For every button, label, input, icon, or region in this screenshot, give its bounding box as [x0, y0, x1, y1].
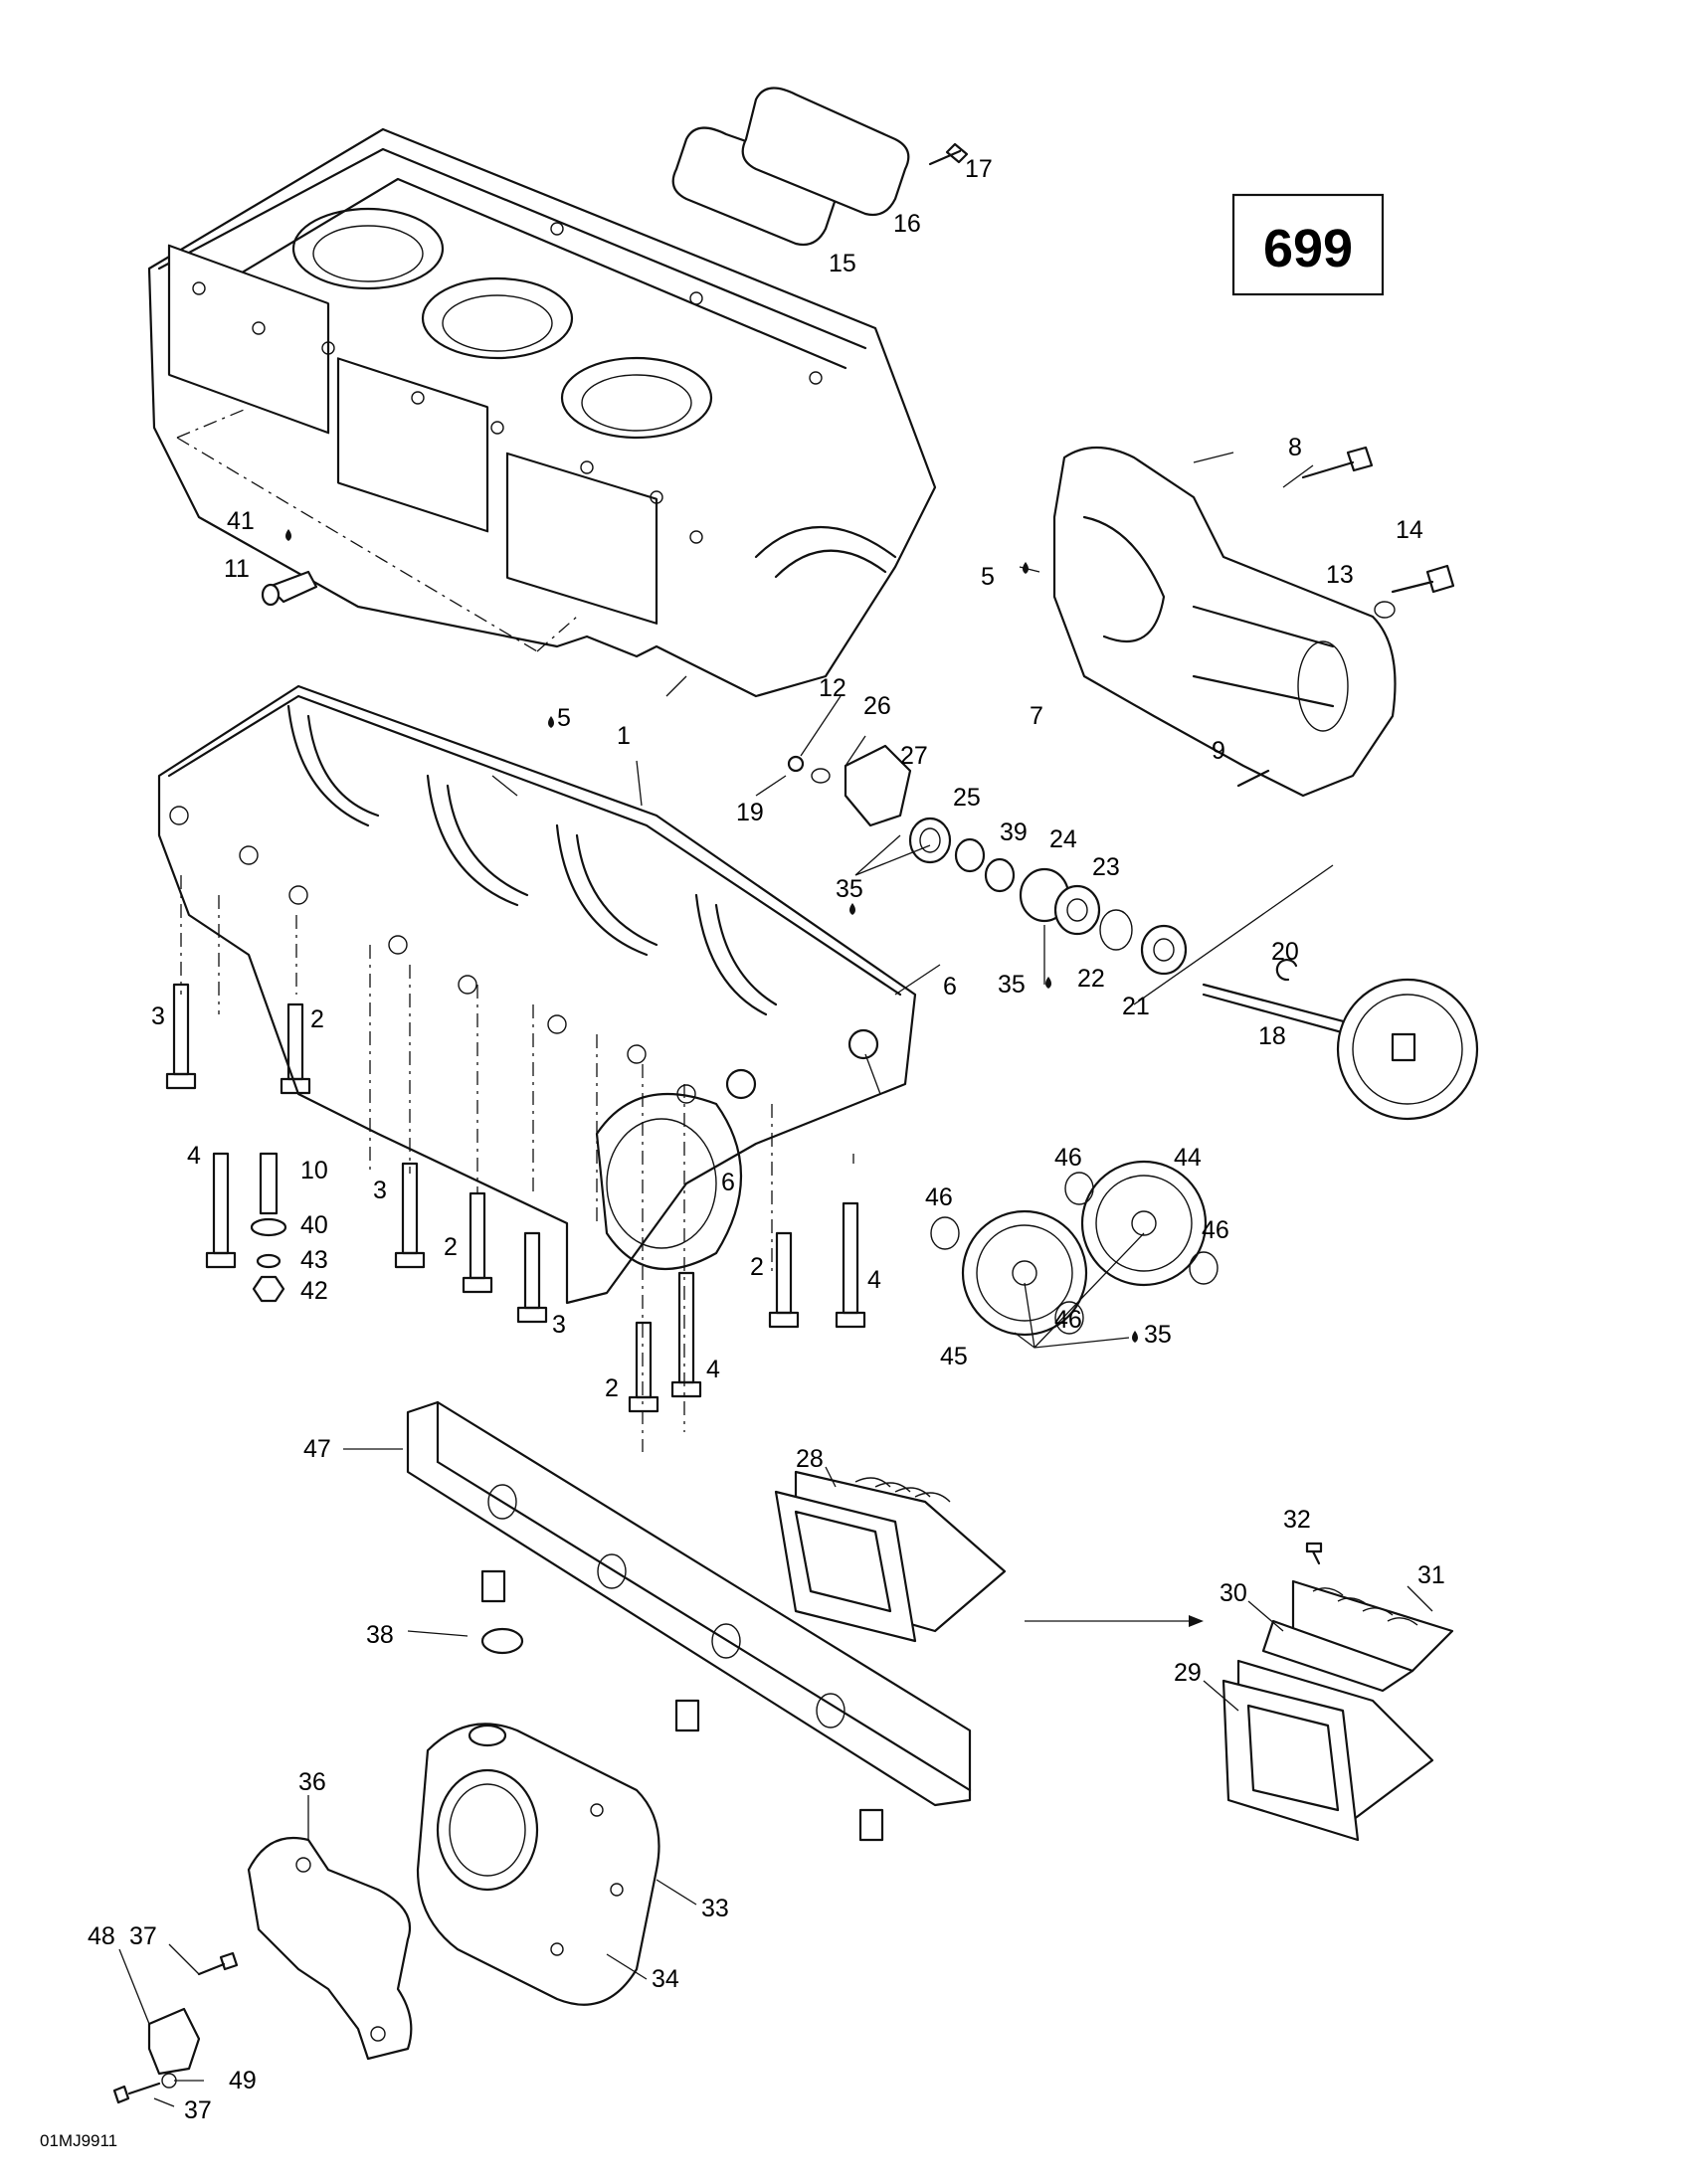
- callout-24: 24: [1049, 825, 1077, 853]
- reed-cage-28: [774, 1470, 1007, 1643]
- callout-2: 2: [310, 1005, 324, 1033]
- cover-7-drawing: [1052, 446, 1455, 798]
- callout-3: 3: [373, 1177, 387, 1204]
- callout-15: 15: [829, 250, 856, 277]
- callout-47: 47: [303, 1435, 331, 1463]
- callout-46: 46: [1054, 1306, 1082, 1334]
- fasteners: [165, 983, 866, 1413]
- page-number: 699: [1263, 219, 1353, 278]
- callout-49: 49: [229, 2067, 257, 2094]
- callout-43: 43: [300, 1246, 328, 1274]
- intake-manifold-47: [406, 1400, 972, 1842]
- callout-3: 3: [552, 1311, 566, 1339]
- upper-crankcase-drawing: [147, 127, 937, 698]
- page-number-box: 699: [1231, 193, 1385, 296]
- callout-8: 8: [1288, 434, 1302, 461]
- callout-32: 32: [1283, 1506, 1311, 1534]
- figure-reference: 01MJ9911: [40, 2131, 117, 2150]
- callout-29: 29: [1174, 1659, 1202, 1687]
- callout-5: 5: [557, 704, 571, 732]
- callout-1: 1: [617, 722, 631, 750]
- callout-39: 39: [1000, 819, 1028, 846]
- housing-33-34: [416, 1723, 660, 2006]
- callout-23: 23: [1092, 853, 1120, 881]
- callout-25: 25: [953, 784, 981, 812]
- callout-13: 13: [1326, 561, 1354, 589]
- reed-cage-detail-29-32: [1221, 1542, 1454, 1842]
- callout-11: 11: [224, 555, 250, 583]
- callout-7: 7: [1030, 702, 1043, 730]
- gears-44-45: [930, 1160, 1219, 1337]
- callout-42: 42: [300, 1277, 328, 1305]
- fitting-11: [261, 570, 318, 607]
- pump-shaft-parts: [787, 744, 1479, 1121]
- callout-46: 46: [1202, 1216, 1229, 1244]
- callout-2: 2: [750, 1253, 764, 1281]
- callout-34: 34: [652, 1965, 679, 1993]
- callout-33: 33: [701, 1895, 729, 1922]
- plates-15-16-17: [671, 87, 969, 247]
- callout-17: 17: [965, 155, 993, 183]
- callout-46: 46: [1054, 1144, 1082, 1172]
- callout-41: 41: [227, 507, 255, 535]
- callout-46: 46: [925, 1183, 953, 1211]
- callout-18: 18: [1258, 1022, 1286, 1050]
- callout-35: 35: [836, 875, 863, 903]
- callout-28: 28: [796, 1445, 824, 1473]
- callout-26: 26: [863, 692, 891, 720]
- callout-44: 44: [1174, 1144, 1202, 1172]
- lower-crankcase-drawing: [157, 684, 917, 1305]
- callout-4: 4: [187, 1142, 201, 1170]
- callout-48: 48: [88, 1922, 115, 1950]
- sealant-drops: [285, 529, 1138, 1343]
- callout-9: 9: [1212, 737, 1225, 765]
- callout-45: 45: [940, 1343, 968, 1370]
- callout-37: 37: [129, 1922, 157, 1950]
- bracket-36-48: [112, 1836, 413, 2104]
- callout-2: 2: [444, 1233, 458, 1261]
- callout-5: 5: [981, 563, 995, 591]
- callout-3: 3: [151, 1002, 165, 1030]
- callout-6: 6: [721, 1169, 735, 1196]
- callout-22: 22: [1077, 965, 1105, 993]
- callout-27: 27: [900, 742, 928, 770]
- callout-38: 38: [366, 1621, 394, 1649]
- callout-10: 10: [300, 1157, 328, 1184]
- callout-37: 37: [184, 2096, 212, 2124]
- callout-4: 4: [867, 1266, 881, 1294]
- callout-16: 16: [893, 210, 921, 238]
- callout-12: 12: [819, 674, 846, 702]
- callout-36: 36: [298, 1768, 326, 1796]
- callout-35: 35: [998, 971, 1026, 999]
- callout-35: 35: [1144, 1321, 1172, 1349]
- callout-40: 40: [300, 1211, 328, 1239]
- callout-labels: 1 2 2 2 2 3 3 3 4 4 4 5 5 6 6 7 8 9 10 1…: [40, 155, 1445, 2150]
- detail-arrow: [1025, 1615, 1204, 1627]
- callout-14: 14: [1396, 516, 1423, 544]
- callout-20: 20: [1271, 938, 1299, 966]
- callout-2: 2: [605, 1374, 619, 1402]
- callout-6: 6: [943, 973, 957, 1001]
- leader-lines: [118, 452, 1433, 2107]
- callout-19: 19: [736, 799, 764, 826]
- callout-4: 4: [706, 1356, 720, 1383]
- callout-30: 30: [1220, 1579, 1247, 1607]
- callout-31: 31: [1417, 1561, 1445, 1589]
- assembly-guide-lines: [180, 875, 854, 1452]
- callout-21: 21: [1122, 993, 1150, 1020]
